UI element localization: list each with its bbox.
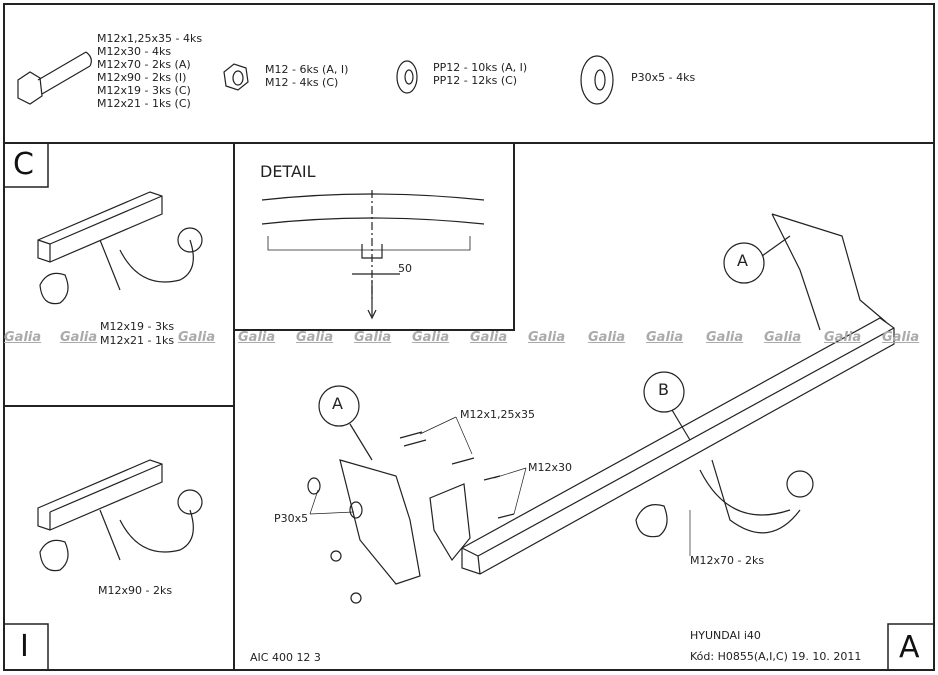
callout-p30x5: P30x5 <box>274 512 309 525</box>
nut-list: M12 - 6ks (A, I) M12 - 4ks (C) <box>265 63 348 89</box>
callout-i-1: M12x90 - 2ks <box>98 584 173 597</box>
nut-spec: M12 - 4ks (C) <box>265 76 339 89</box>
large-washer-spec: P30x5 - 4ks <box>631 71 696 84</box>
washer-spec: PP12 - 12ks (C) <box>433 74 518 87</box>
panel-i-label: I <box>20 629 29 664</box>
nut-spec: M12 - 6ks (A, I) <box>265 63 349 76</box>
watermark: Galia <box>824 330 862 345</box>
balloon-a-left: A <box>332 394 343 413</box>
washer-list: PP12 - 10ks (A, I) PP12 - 12ks (C) <box>433 61 527 87</box>
bolt-spec: M12x70 - 2ks (A) <box>97 58 191 71</box>
drawing-number: AIC 400 12 3 <box>250 651 321 664</box>
callout-c-1: M12x19 - 3ks <box>100 320 175 333</box>
bolt-spec: M12x1,25x35 - 4ks <box>97 32 203 45</box>
bolt-spec: M12x21 - 1ks (C) <box>97 97 191 110</box>
watermark: Galia <box>764 330 802 345</box>
towbar-i-drawing <box>37 459 203 572</box>
bolt-spec: M12x90 - 2ks (I) <box>97 71 187 84</box>
detail-title: DETAIL <box>260 162 316 181</box>
watermark: Galia <box>238 330 276 345</box>
watermark: Galia <box>178 330 216 345</box>
vehicle-model: HYUNDAI i40 <box>690 629 761 642</box>
watermark: Galia <box>4 330 42 345</box>
bolt-icon <box>17 51 92 105</box>
watermark: Galia <box>882 330 920 345</box>
product-code: Kód: H0855(A,I,C) 19. 10. 2011 <box>690 650 862 663</box>
callout-c-2: M12x21 - 1ks <box>100 334 175 347</box>
watermark: Galia <box>296 330 334 345</box>
washer-icon <box>396 60 418 94</box>
callout-m12x70: M12x70 - 2ks <box>690 554 765 567</box>
watermark: Galia <box>354 330 392 345</box>
detail-dimension: 50 <box>398 262 412 275</box>
watermark: Galia <box>470 330 508 345</box>
balloon-b: B <box>658 380 669 399</box>
towbar-c-drawing <box>37 191 203 305</box>
balloon-a-right: A <box>737 251 748 270</box>
watermark: Galia <box>706 330 744 345</box>
watermark: Galia <box>412 330 450 345</box>
washer-spec: PP12 - 10ks (A, I) <box>433 61 528 74</box>
towbar-main-drawing <box>307 213 895 604</box>
watermark: Galia <box>588 330 626 345</box>
callout-m12x1-25x35: M12x1,25x35 <box>460 408 535 421</box>
large-washer-icon <box>580 55 614 105</box>
variant-label: A <box>899 630 920 665</box>
watermark: Galia <box>646 330 684 345</box>
bolt-spec: M12x19 - 3ks (C) <box>97 84 191 97</box>
panel-c-label: C <box>13 147 34 182</box>
nut-icon <box>223 63 249 91</box>
callout-m12x30: M12x30 <box>528 461 572 474</box>
bolt-list: M12x1,25x35 - 4ks M12x30 - 4ks M12x70 - … <box>97 32 202 110</box>
bolt-spec: M12x30 - 4ks <box>97 45 172 58</box>
watermark: Galia <box>528 330 566 345</box>
watermark: Galia <box>60 330 98 345</box>
